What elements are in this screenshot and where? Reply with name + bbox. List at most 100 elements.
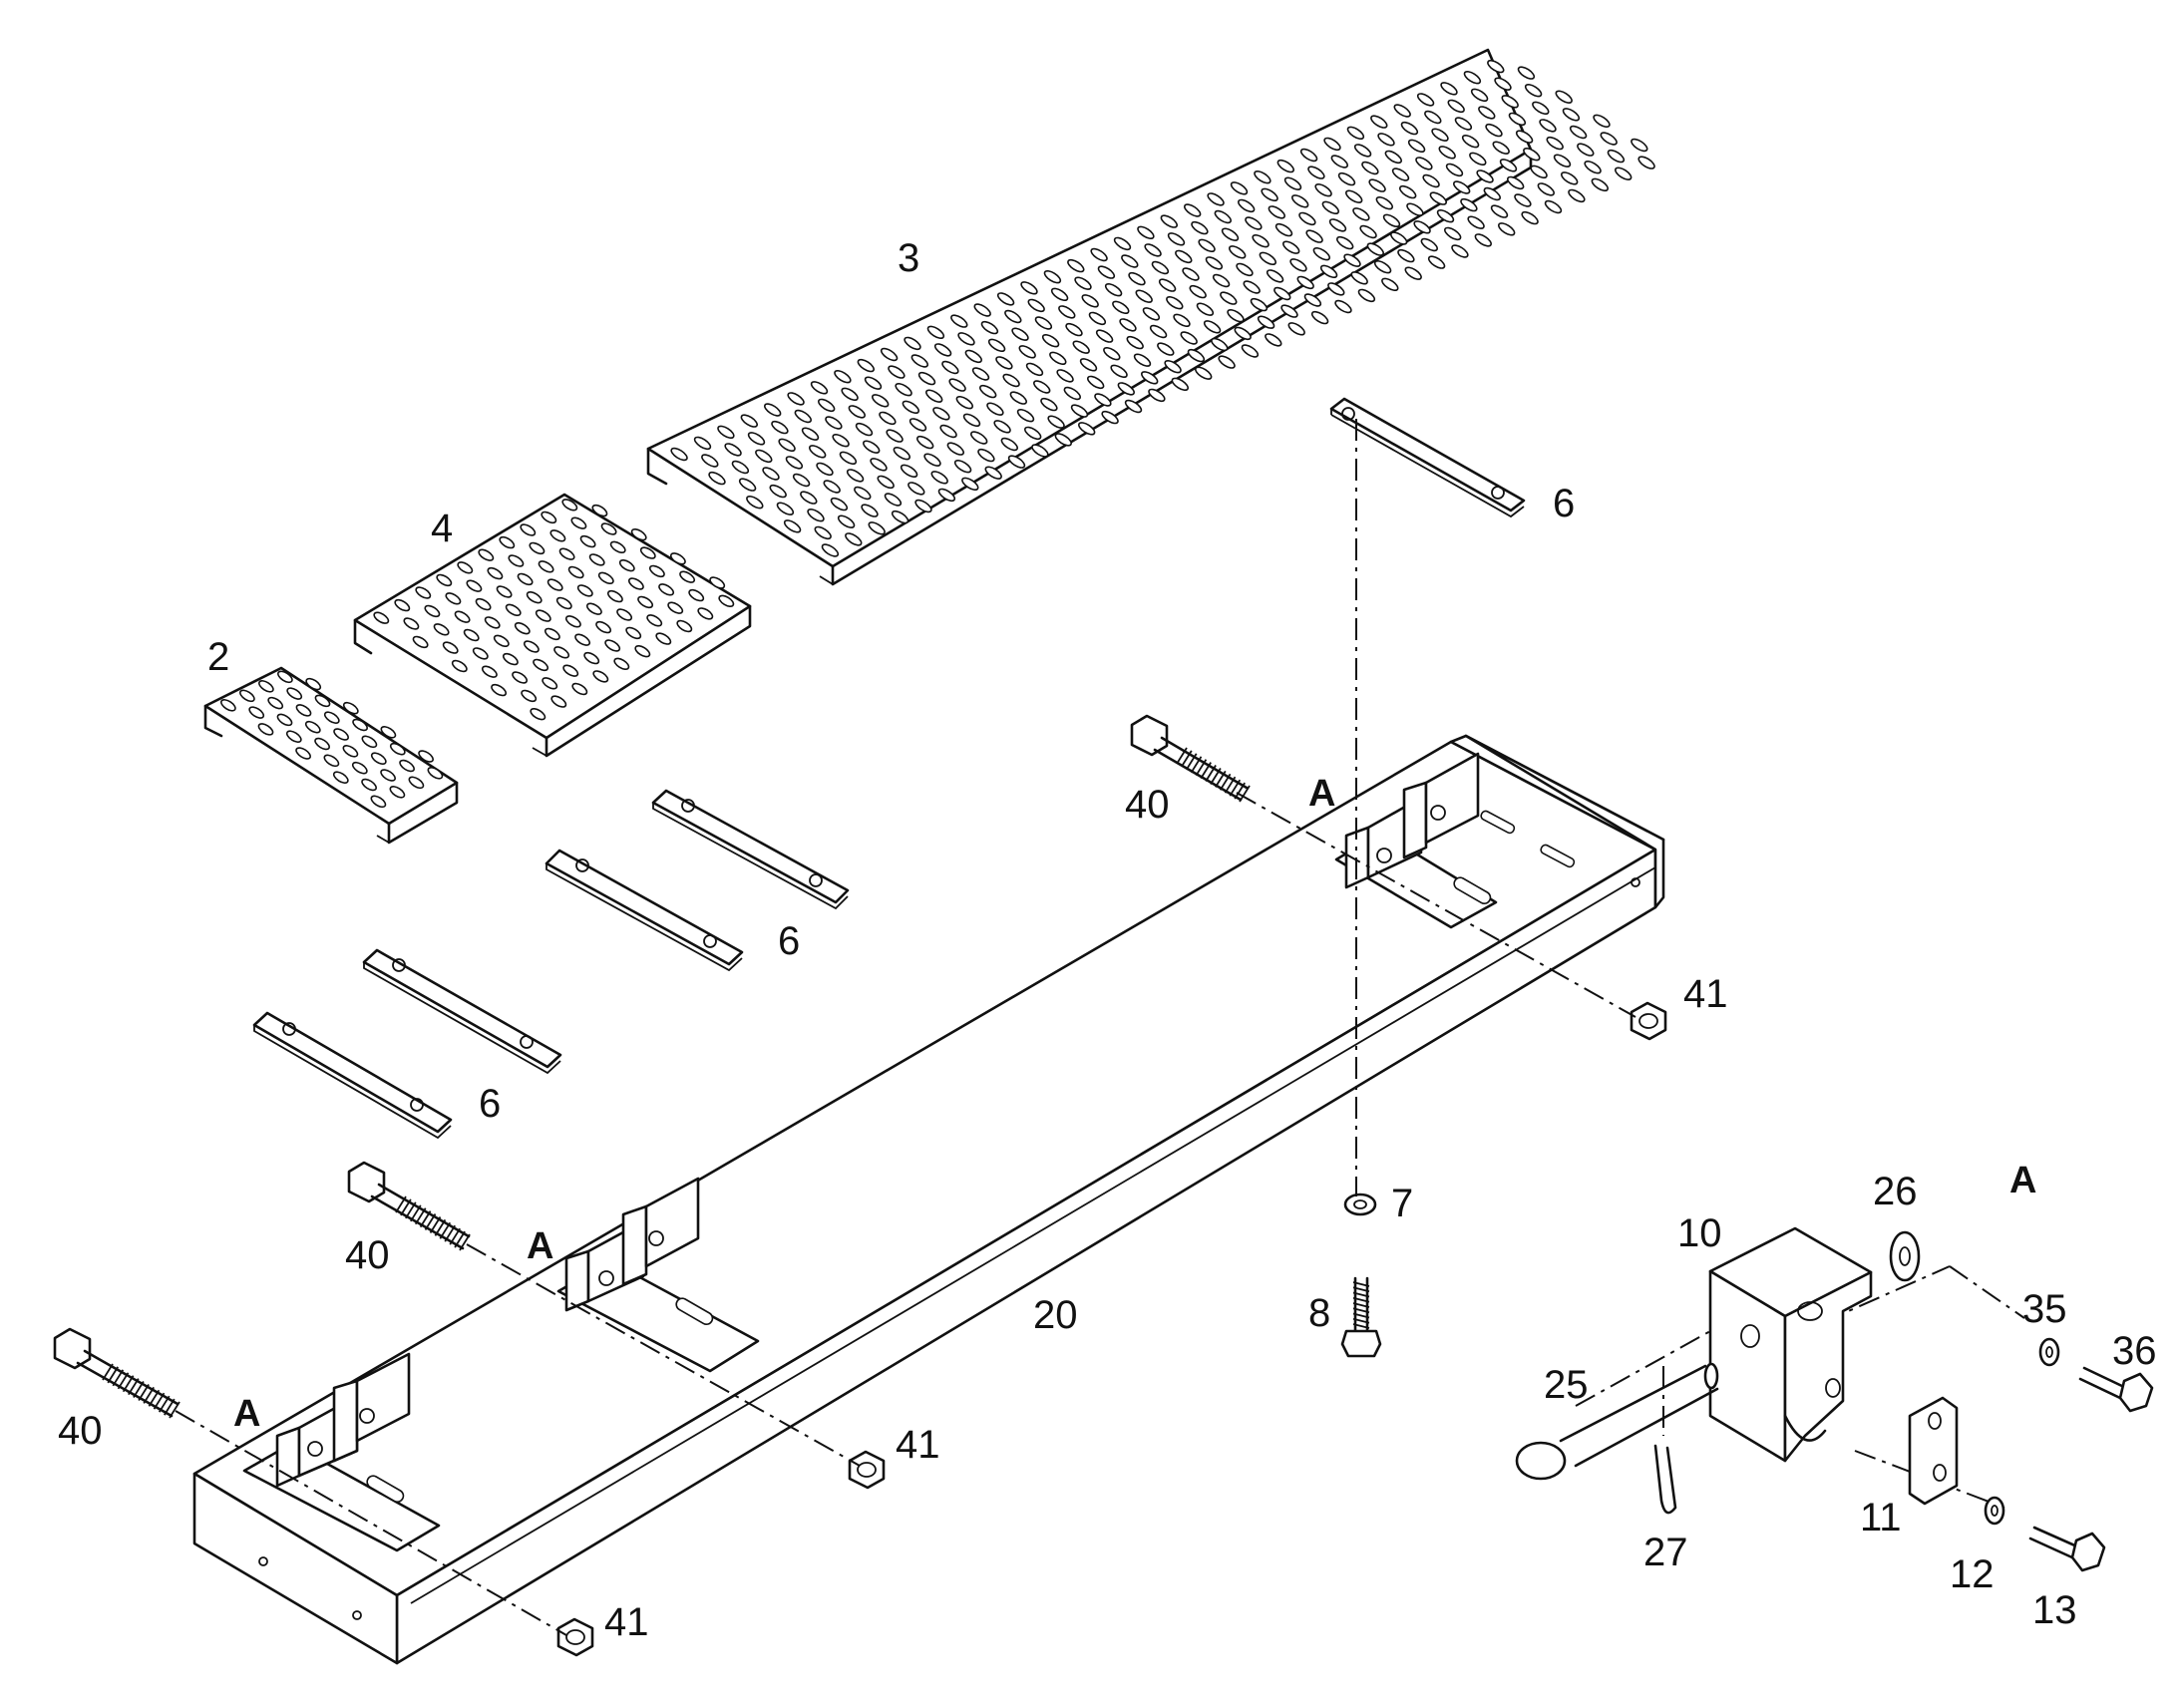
tread-slot bbox=[697, 607, 714, 620]
tread-slot bbox=[1002, 373, 1020, 388]
tread-slot bbox=[1381, 277, 1399, 291]
thread-line bbox=[419, 1210, 432, 1228]
tread-slot bbox=[879, 411, 897, 426]
tread-slot bbox=[1420, 237, 1438, 252]
tread-slot bbox=[1532, 101, 1550, 115]
tread-slot bbox=[285, 730, 302, 743]
tread-slot bbox=[1474, 233, 1492, 247]
tread-slot bbox=[764, 403, 782, 417]
tread-slot bbox=[1171, 377, 1189, 391]
tread-slot bbox=[1444, 226, 1462, 241]
thread-line bbox=[133, 1381, 145, 1398]
tread-slot bbox=[541, 511, 557, 524]
tread-slot bbox=[1050, 287, 1069, 301]
thread-line bbox=[459, 1233, 471, 1251]
tread-slot bbox=[1523, 148, 1541, 162]
tread-slot bbox=[1476, 170, 1494, 183]
tread-slot bbox=[855, 422, 874, 437]
tread-slot bbox=[807, 509, 825, 522]
tread-slot bbox=[314, 694, 331, 708]
tread-slot bbox=[708, 471, 726, 486]
part-6-plate-mid-2 bbox=[545, 849, 744, 972]
tread-slot bbox=[412, 635, 429, 649]
tread-slot bbox=[1273, 286, 1291, 301]
tread-slot bbox=[1499, 159, 1518, 172]
tread-slot bbox=[567, 565, 584, 579]
tread-slot bbox=[1070, 404, 1089, 418]
thread-line bbox=[1176, 747, 1188, 765]
callout-8: 8 bbox=[1308, 1291, 1330, 1335]
tread-slot bbox=[854, 486, 872, 501]
tread-slot bbox=[1128, 271, 1146, 286]
tread-slot bbox=[418, 750, 434, 763]
tread-slot bbox=[502, 652, 519, 666]
part-6-plate-low-2 bbox=[252, 1011, 453, 1140]
tread-slot bbox=[1353, 144, 1372, 158]
tread-slot bbox=[1399, 184, 1417, 199]
thread-line bbox=[1352, 1307, 1370, 1314]
tread-slot bbox=[1400, 121, 1419, 136]
tread-slot bbox=[676, 619, 693, 633]
tread-slot bbox=[1243, 280, 1261, 294]
tread-slot bbox=[864, 376, 883, 390]
tread-slot bbox=[1413, 220, 1431, 234]
tread-slot bbox=[1056, 369, 1074, 383]
tread-slot bbox=[1087, 375, 1105, 390]
tread-slot bbox=[1447, 99, 1465, 114]
tread-slot bbox=[987, 338, 1006, 352]
tread-slot bbox=[1368, 178, 1386, 192]
callout-detail-a: A bbox=[1308, 773, 1335, 815]
tread-slot bbox=[1303, 293, 1322, 307]
tread-slot bbox=[637, 595, 654, 609]
tread-slot bbox=[1287, 322, 1305, 336]
callout-6: 6 bbox=[479, 1082, 501, 1126]
tread-slot bbox=[579, 534, 596, 548]
callout-10: 10 bbox=[1677, 1211, 1722, 1255]
tread-slot bbox=[239, 689, 255, 703]
tread-slot bbox=[669, 552, 686, 565]
part-6-plate-top bbox=[1329, 397, 1526, 518]
tread-slot bbox=[1041, 334, 1060, 348]
tread-slot bbox=[588, 553, 605, 566]
tread-slot bbox=[950, 314, 968, 328]
tread-slot bbox=[1537, 182, 1555, 196]
thread-line bbox=[1229, 779, 1242, 797]
tread-slot bbox=[984, 466, 1002, 480]
tread-slot bbox=[1346, 126, 1365, 140]
thread-line bbox=[128, 1378, 140, 1396]
thread-line bbox=[138, 1384, 150, 1401]
tread-slot bbox=[1359, 224, 1377, 239]
tread-slot bbox=[910, 354, 928, 368]
tread-slot bbox=[1546, 136, 1564, 151]
tread-slot bbox=[1220, 291, 1238, 305]
tread-slot bbox=[670, 447, 688, 462]
tread-slot bbox=[648, 564, 665, 578]
tread-slot bbox=[1230, 181, 1249, 195]
thread-line bbox=[1185, 753, 1198, 771]
tread-slot bbox=[1298, 211, 1316, 226]
tread-slot bbox=[1079, 358, 1098, 372]
tread-slot bbox=[933, 343, 952, 357]
tread-slot bbox=[583, 651, 600, 665]
tread-slot bbox=[1266, 269, 1284, 283]
tread-slot bbox=[1350, 271, 1368, 285]
tread-slot bbox=[1296, 275, 1314, 290]
tread-slot bbox=[893, 447, 910, 461]
tread-slot bbox=[814, 525, 832, 540]
tread-slot bbox=[1054, 433, 1072, 447]
tread-slot bbox=[900, 464, 918, 478]
tread-slot bbox=[550, 695, 567, 708]
tread-slot bbox=[1478, 106, 1496, 120]
thread-line bbox=[1181, 750, 1193, 768]
thread-line bbox=[1210, 768, 1222, 785]
tread-slot bbox=[1470, 88, 1489, 102]
tread-slot bbox=[1310, 310, 1329, 325]
tread-slot bbox=[1328, 218, 1347, 232]
tread-slot bbox=[295, 747, 311, 760]
callout-6: 6 bbox=[1553, 482, 1575, 525]
tread-slot bbox=[436, 573, 453, 587]
tread-slot bbox=[1327, 282, 1345, 296]
tread-slot bbox=[1274, 222, 1293, 237]
tread-slot bbox=[1461, 135, 1480, 149]
tread-slot bbox=[604, 639, 621, 652]
